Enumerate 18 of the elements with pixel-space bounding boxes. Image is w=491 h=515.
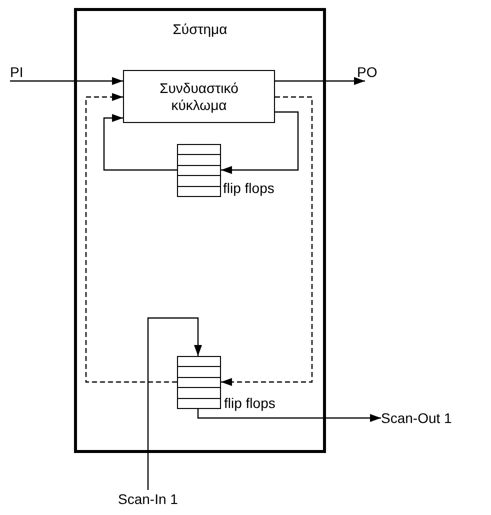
system-title: Σύστημα — [172, 21, 228, 37]
arrow — [197, 409, 381, 422]
signal-label: Scan-In 1 — [118, 490, 188, 508]
arrow — [221, 111, 299, 174]
arrow — [275, 77, 365, 85]
signal-label: PI — [10, 63, 36, 81]
arrow — [147, 317, 202, 490]
process-box: Συνδυαστικό κύκλωμα — [123, 70, 275, 123]
arrow — [221, 96, 313, 386]
arrow — [103, 114, 177, 171]
signal-label: PO — [357, 63, 387, 81]
component-label: flip flops — [223, 180, 274, 196]
register-box — [177, 356, 221, 409]
arrow — [10, 77, 123, 85]
signal-label: Scan-Out 1 — [381, 409, 463, 427]
system-box — [74, 8, 326, 453]
component-label: flip flops — [224, 395, 276, 411]
register-box — [177, 144, 221, 197]
